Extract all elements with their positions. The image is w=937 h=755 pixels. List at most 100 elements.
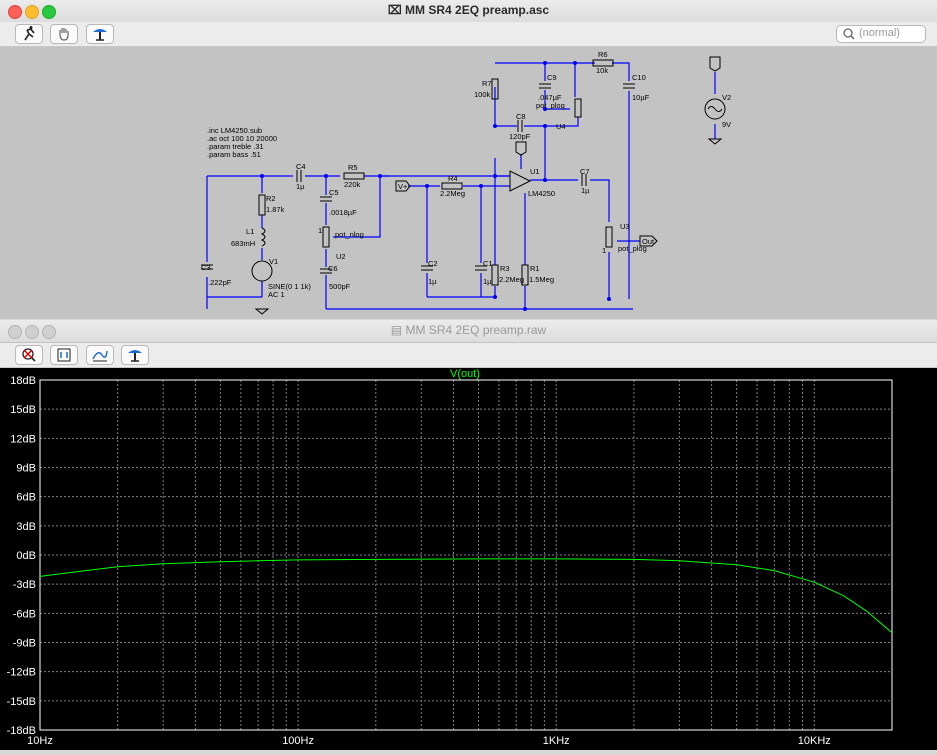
y-tick-label: 12dB [10,433,36,445]
value-u1: LM4250 [528,189,555,198]
value-r4: 2.2Meg [440,189,465,198]
pin-u2: 1 [318,226,322,235]
hand-icon [51,25,77,43]
label-r7: R7 [482,79,492,88]
x-tick-labels: 10Hz 100Hz 1KHz 10KHz [27,735,831,747]
schematic-toolbar: (normal) [0,22,937,47]
label-c7: C7 [580,167,590,176]
y-tick-label: 18dB [10,375,36,387]
plot-toolbar [0,343,937,368]
probe-button[interactable] [86,24,114,44]
plot-grid [40,380,892,730]
autorange-button[interactable] [50,345,78,365]
pick-trace-button[interactable] [86,345,114,365]
model-u2: pot_nlog [335,230,364,239]
value-c1: 1µ [483,277,492,286]
run-button[interactable] [15,24,43,44]
value-v2: 9V [722,120,731,129]
search-placeholder: (normal) [859,27,900,39]
plot-titlebar: ▤ MM SR4 2EQ preamp.raw [0,320,937,343]
label-l1: L1 [246,227,254,236]
label-r2: R2 [266,194,276,203]
value-c4: 1µ [296,182,305,191]
directive-4: .param bass .51 [207,150,261,159]
zoom-cancel-icon [16,346,42,364]
label-v2: V2 [722,93,731,102]
label-c4: C4 [296,162,306,171]
y-tick-label: -12dB [7,667,36,679]
x-tick-label: 1KHz [543,735,570,747]
label-u2: U2 [336,252,346,261]
label-c9: C9 [547,73,557,82]
label-r1: R1 [530,264,540,273]
trace-v-out[interactable] [40,559,892,633]
label-c5: C5 [329,188,339,197]
value-r2: 1.87k [266,205,285,214]
y-tick-label: -15dB [7,696,36,708]
plot-probe-button[interactable] [121,345,149,365]
y-tick-label: -3dB [13,579,36,591]
probe-icon [122,346,148,364]
model-u4: pot_plog [536,101,565,110]
label-r4: R4 [448,174,458,183]
x-tick-label: 10KHz [798,735,831,747]
value-c8: 120pF [509,132,531,141]
value-r1: 1.5Meg [529,275,554,284]
plot-window-title: ▤ MM SR4 2EQ preamp.raw [0,323,937,337]
search-icon [842,27,856,41]
autorange-icon [51,346,77,364]
value-c10: 10µF [632,93,650,102]
search-field[interactable]: (normal) [836,25,926,43]
probe-icon [87,25,113,43]
schematic-titlebar: ⌧ MM SR4 2EQ preamp.asc [0,0,937,23]
x-tick-label: 100Hz [282,735,314,747]
y-tick-label: -9dB [13,638,36,650]
value-r7: 100k [474,90,491,99]
bode-plot: V(out) 18dB 15dB 12dB 9dB 6dB 3dB 0dB -3dB -6dB -… [0,368,937,750]
label-c1: C1 [483,259,493,268]
flag-out: Out [642,237,655,246]
label-r6: R6 [598,50,608,59]
zoom-cancel-button[interactable] [15,345,43,365]
label-c10: C10 [632,73,646,82]
y-tick-label: 6dB [16,492,36,504]
label-c3: C3 [201,263,211,272]
label-u1: U1 [530,167,540,176]
run-icon [16,25,42,43]
y-tick-label: 9dB [16,463,36,475]
label-v1: V1 [269,257,278,266]
schematic-window-title: ⌧ MM SR4 2EQ preamp.asc [0,3,937,17]
label-c8: C8 [516,112,526,121]
label-u4: U4 [556,122,566,131]
label-r3: R3 [500,264,510,273]
y-tick-label: -6dB [13,608,36,620]
y-tick-labels: 18dB 15dB 12dB 9dB 6dB 3dB 0dB -3dB -6dB -9dB -12d… [7,375,36,737]
pin-u3: 1 [602,246,606,255]
pick-trace-icon [87,346,113,364]
label-c6: C6 [328,264,338,273]
value-l1: 683mH [231,239,255,248]
flag-vplus: V+ [398,182,408,191]
trace-legend[interactable]: V(out) [450,368,480,380]
value-c3: .222pF [208,278,232,287]
label-r5: R5 [348,163,358,172]
schematic-drawing: .inc LM4250.sub .ac oct 100 10 20000 .pa… [0,47,937,319]
x-tick-label: 10Hz [27,735,53,747]
y-tick-label: 15dB [10,404,36,416]
label-u3: U3 [620,222,630,231]
value-c7: 1µ [581,186,590,195]
ac-v1: AC 1 [268,290,285,299]
value-r5: 220k [344,180,361,189]
y-tick-label: 3dB [16,521,36,533]
value-c6: 500pF [329,282,351,291]
plot-pane[interactable]: V(out) 18dB 15dB 12dB 9dB 6dB 3dB 0dB -3dB -6dB -… [0,368,937,750]
value-r6: 10k [596,66,608,75]
y-tick-label: 0dB [16,550,36,562]
hand-button[interactable] [50,24,78,44]
value-c2: 1µ [428,277,437,286]
value-c5: .0018µF [329,208,357,217]
raw-file-icon: ▤ [391,323,402,337]
value-r3: 2.2Meg [499,275,524,284]
label-c2: C2 [428,259,438,268]
schematic-canvas[interactable]: .inc LM4250.sub .ac oct 100 10 20000 .pa… [0,47,937,319]
